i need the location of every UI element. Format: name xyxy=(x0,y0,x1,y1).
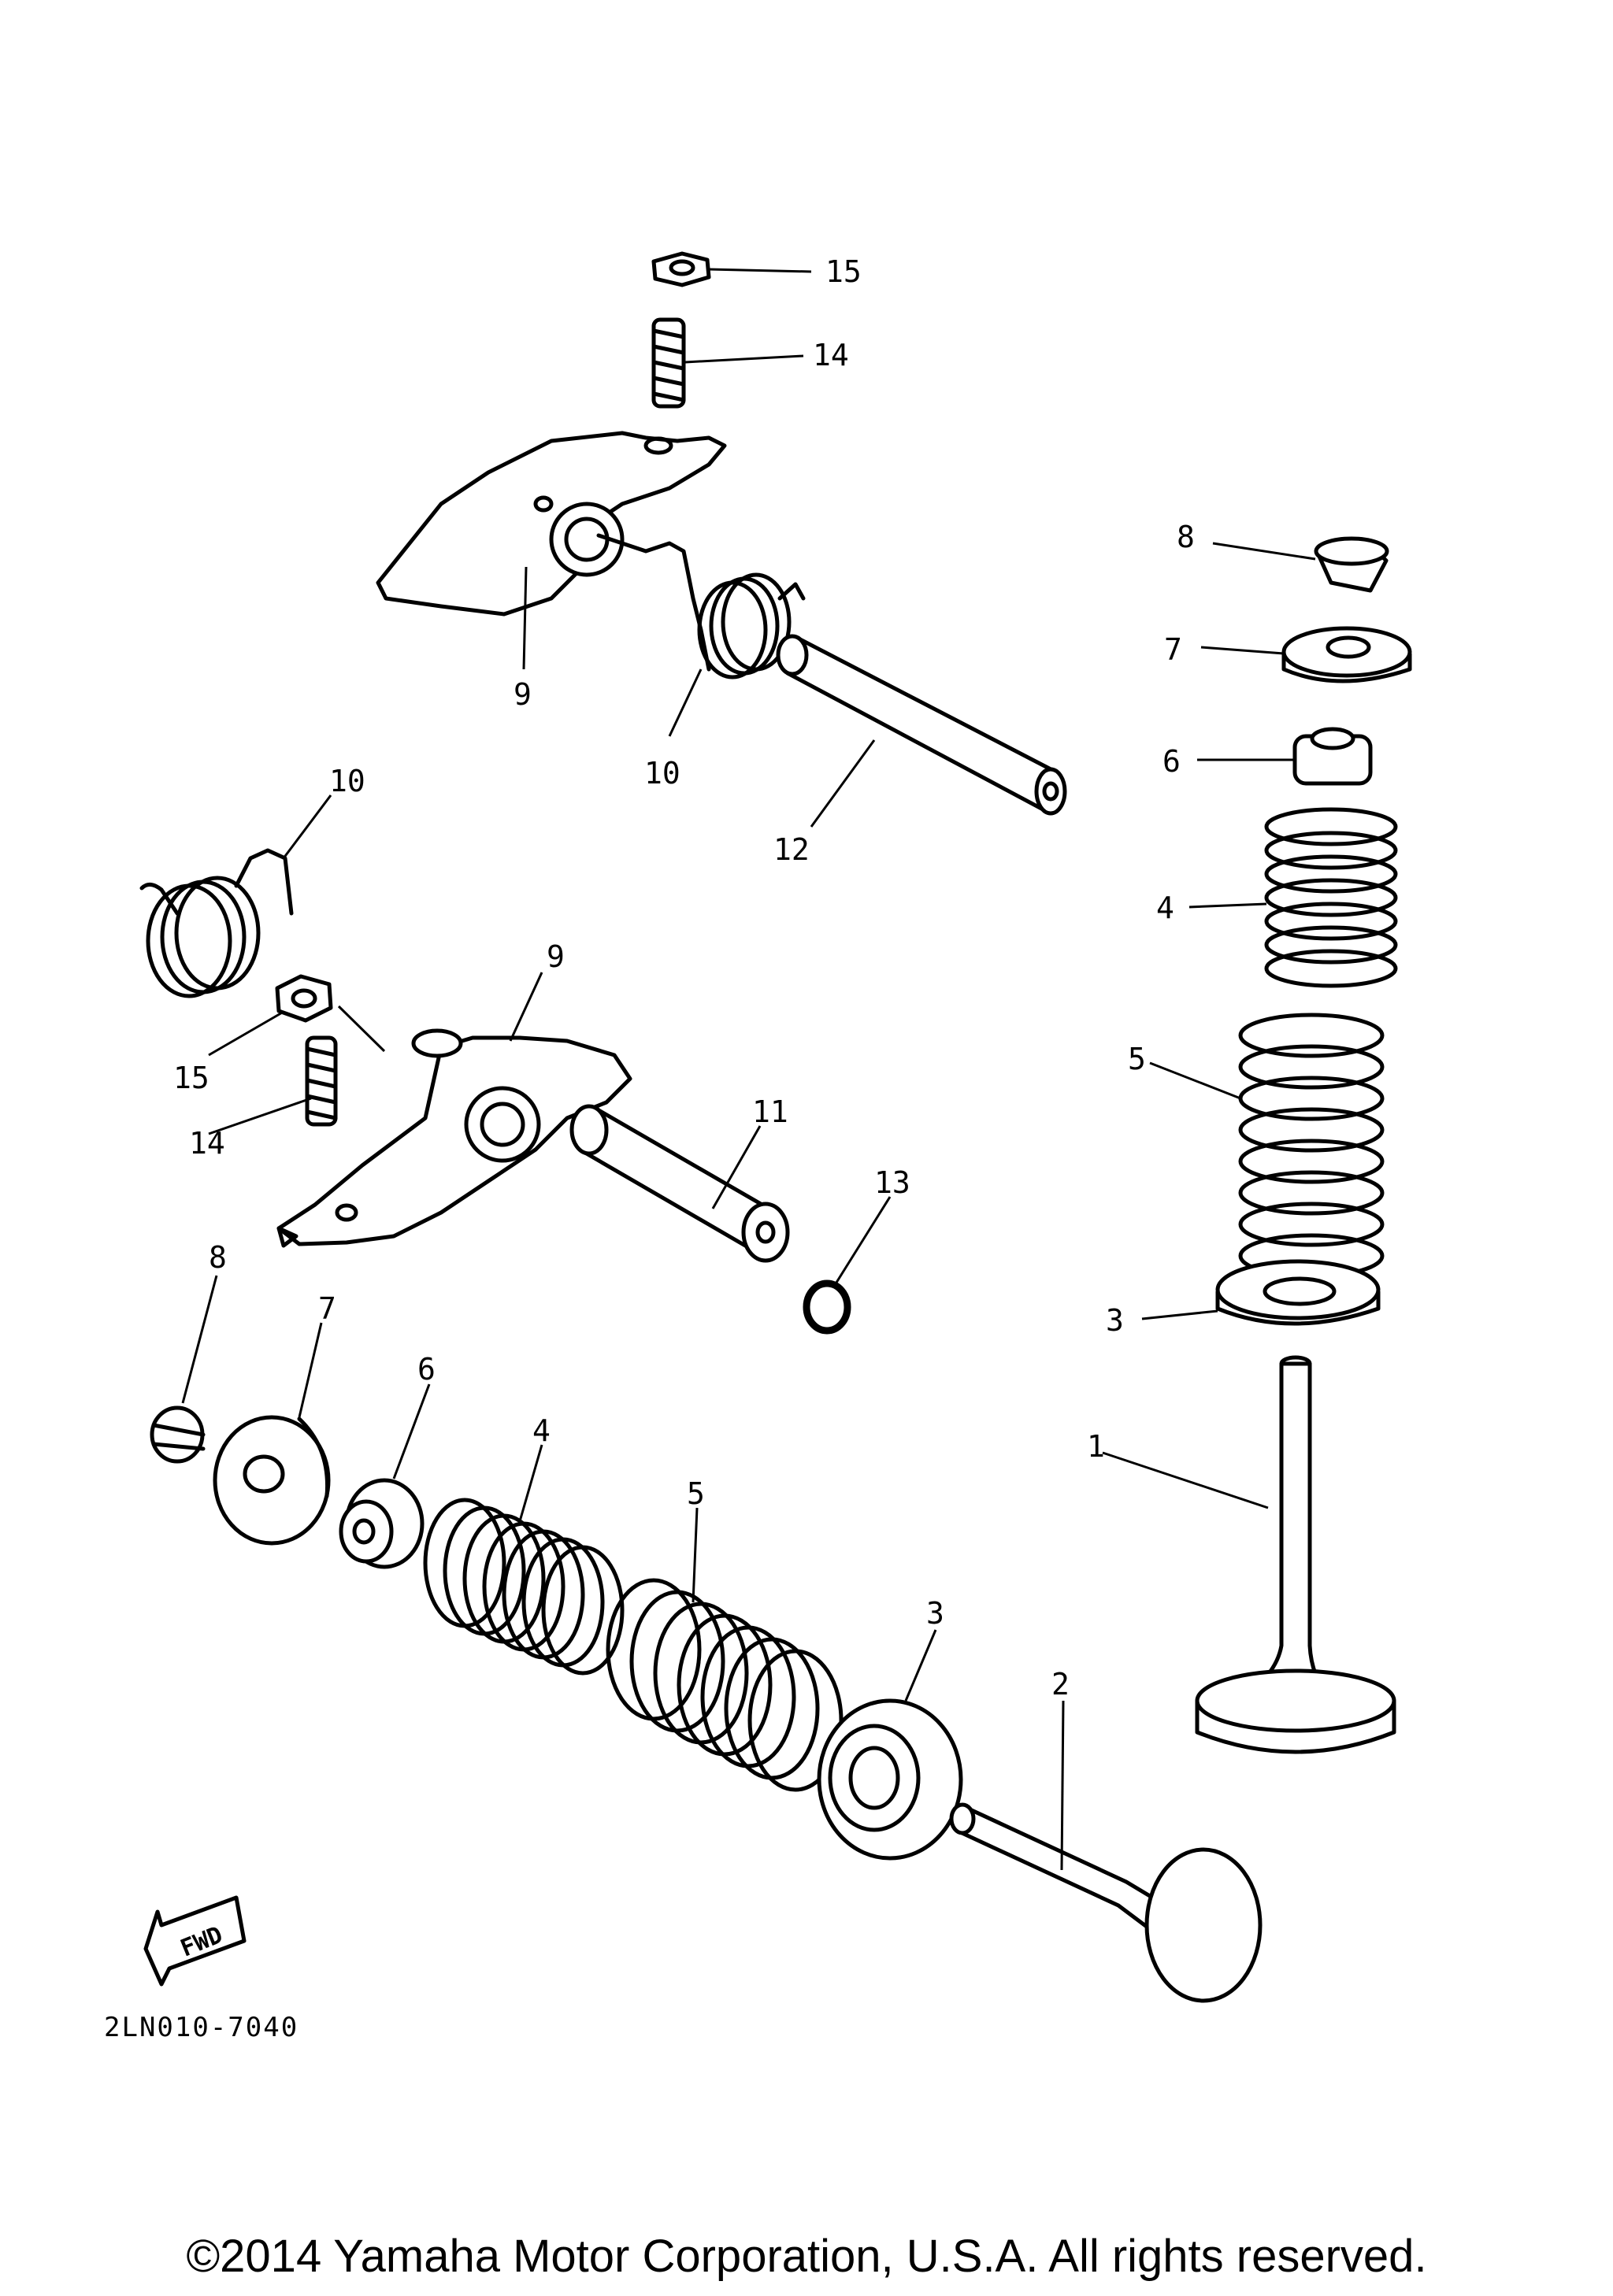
rocker-spring-lower xyxy=(139,848,294,998)
rocker-spring-upper xyxy=(596,533,806,680)
callout-5-lower: 5 xyxy=(687,1476,705,1511)
callout-7-lower: 7 xyxy=(318,1291,336,1326)
valve-retainer-right xyxy=(1281,626,1412,683)
valve-stem-seal-lower xyxy=(339,1478,425,1569)
callout-8-right: 8 xyxy=(1177,520,1195,554)
callout-6-lower: 6 xyxy=(417,1352,436,1387)
callout-10-lower: 10 xyxy=(329,764,365,798)
rocker-arm-lower xyxy=(276,1028,632,1248)
callout-10-upper: 10 xyxy=(644,756,680,791)
valve-cotter-right xyxy=(1314,536,1389,593)
spring-seat-lower xyxy=(817,1698,963,1861)
callout-12: 12 xyxy=(773,832,810,867)
adjusting-screw-lower xyxy=(305,1035,338,1127)
callout-3-lower: 3 xyxy=(926,1596,944,1631)
callout-8-lower: 8 xyxy=(209,1240,227,1275)
valve-spring-inner-right xyxy=(1264,807,1398,988)
callout-5-right: 5 xyxy=(1128,1042,1146,1076)
callout-2: 2 xyxy=(1051,1667,1070,1702)
valve-right xyxy=(1195,1355,1396,1754)
diagram-code: 2LN010-7040 xyxy=(104,2012,299,2043)
callout-9-lower: 9 xyxy=(547,939,565,974)
rocker-shaft-upper xyxy=(776,634,1067,816)
callout-13: 13 xyxy=(874,1165,910,1200)
callout-15-upper: 15 xyxy=(825,254,862,289)
leader-lines xyxy=(181,268,1316,1871)
valve-lower xyxy=(949,1802,1263,2003)
callout-7-right: 7 xyxy=(1164,632,1182,667)
callout-4-right: 4 xyxy=(1156,891,1174,925)
valve-retainer-lower xyxy=(213,1415,331,1546)
callout-14-upper: 14 xyxy=(813,338,849,372)
callout-14-lower: 14 xyxy=(189,1126,225,1161)
callout-1: 1 xyxy=(1087,1429,1105,1464)
callout-15-lower: 15 xyxy=(173,1061,210,1095)
o-ring-lower xyxy=(803,1279,851,1335)
valve-cotter-lower xyxy=(150,1405,206,1464)
rocker-arm-upper xyxy=(376,431,727,617)
callout-11: 11 xyxy=(752,1094,788,1129)
callout-3-right: 3 xyxy=(1106,1303,1124,1338)
valve-spring-inner-lower xyxy=(423,1498,625,1676)
callout-6-right: 6 xyxy=(1162,744,1181,779)
valve-spring-outer-right xyxy=(1238,1013,1385,1279)
adjusting-screw-upper xyxy=(651,317,686,409)
valve-spring-outer-lower xyxy=(606,1578,844,1792)
callout-9-upper: 9 xyxy=(514,677,532,712)
fwd-arrow-icon: FWD xyxy=(143,1895,247,1987)
spring-seat-right xyxy=(1215,1259,1381,1326)
valve-stem-seal-right xyxy=(1292,727,1373,786)
rocker-shaft-lower xyxy=(569,1104,790,1263)
callout-4-lower: 4 xyxy=(532,1413,551,1448)
nut-upper xyxy=(651,251,711,287)
nut-lower xyxy=(275,974,333,1023)
copyright-notice: ©2014 Yamaha Motor Corporation, U.S.A. A… xyxy=(186,2231,1427,2282)
